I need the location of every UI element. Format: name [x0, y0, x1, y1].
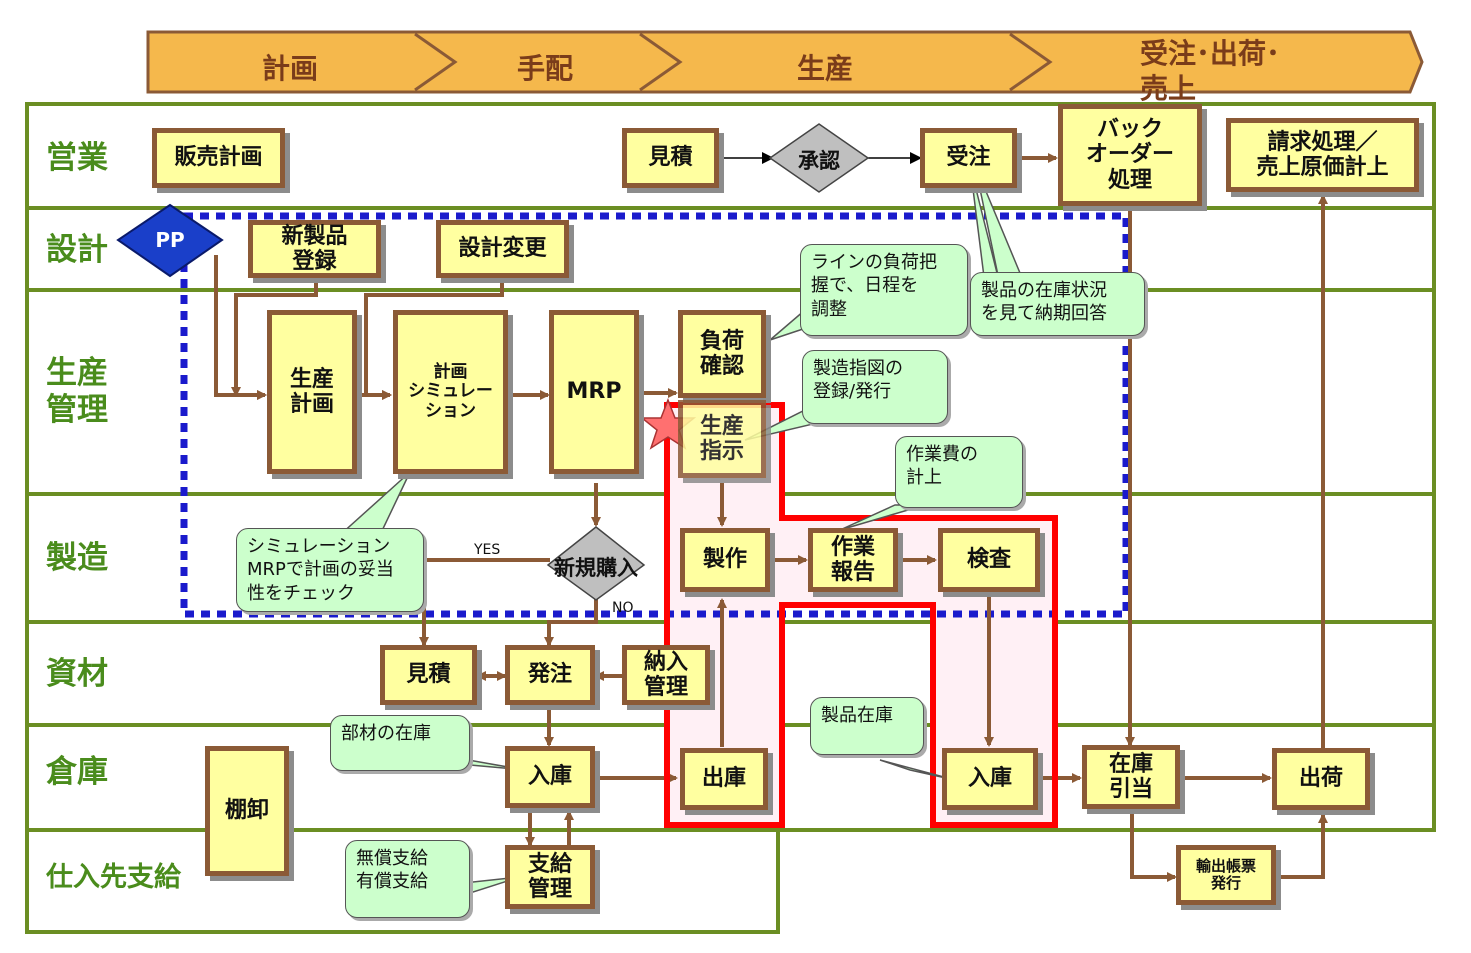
box-receive-parts: 入庫 — [505, 746, 595, 808]
box-manufacture: 製作 — [680, 528, 770, 592]
box-export-docs: 輸出帳票 発行 — [1176, 845, 1276, 905]
box-production-plan: 生産 計画 — [267, 310, 357, 474]
callout-instruction-issue: 製造指図の 登録/発行 — [802, 350, 948, 424]
box-shipping: 出荷 — [1272, 748, 1370, 810]
lane-sales: 営業 — [46, 140, 108, 176]
phase-order-ship-sales: 受注･出荷･ 売上 — [1140, 37, 1281, 105]
pp-badge-label: PP — [155, 228, 185, 252]
lane-production-mgmt: 生産 管理 — [46, 355, 108, 429]
box-backorder: バック オーダー 処理 — [1058, 104, 1202, 206]
box-load-check: 負荷 確認 — [678, 310, 766, 398]
lane-materials: 資材 — [46, 656, 108, 692]
box-new-product: 新製品 登録 — [248, 220, 381, 278]
phase-bar — [146, 30, 1424, 94]
approval-label: 承認 — [798, 149, 840, 173]
box-work-report: 作業 報告 — [808, 528, 898, 592]
box-supply-mgmt: 支給 管理 — [505, 845, 595, 909]
lane-warehouse: 倉庫 — [46, 754, 108, 790]
lane-manufacturing: 製造 — [46, 540, 108, 576]
box-stocktake: 棚卸 — [205, 746, 289, 876]
box-production-instruction: 生産 指示 — [678, 400, 766, 478]
new-purchase-diamond — [546, 526, 646, 601]
phase-production: 生産 — [796, 52, 853, 85]
phase-arrange: 手配 — [516, 52, 573, 85]
flow-arrows — [214, 153, 1328, 882]
box-sales-plan: 販売計画 — [152, 128, 285, 188]
lane-supplier: 仕入先支給 — [46, 862, 181, 893]
box-mrp: MRP — [549, 310, 639, 474]
new-purchase-label: 新規購入 — [554, 556, 638, 580]
box-receive-products: 入庫 — [942, 748, 1038, 810]
box-delivery-mgmt: 納入 管理 — [622, 645, 710, 705]
lane-design: 設計 — [46, 232, 108, 268]
box-stock-allocation: 在庫 引当 — [1082, 745, 1180, 809]
yes-label: YES — [474, 542, 501, 558]
highlight-red-outline — [664, 402, 1058, 828]
box-quote-sales: 見積 — [622, 128, 719, 188]
box-plan-simulation: 計画 シミュレー ション — [393, 310, 508, 474]
callout-work-cost: 作業費の 計上 — [895, 436, 1023, 508]
box-quote-materials: 見積 — [380, 645, 477, 705]
callout-product-stock: 製品在庫 — [810, 697, 924, 755]
swimlane-grid — [25, 102, 1436, 934]
approval-diamond — [768, 123, 870, 193]
pp-scope-dotted — [180, 212, 1130, 618]
callout-simulation-check: シミュレーション MRPで計画の妥当 性をチェック — [236, 528, 424, 612]
box-purchase-order: 発注 — [505, 645, 595, 705]
callout-parts-stock: 部材の在庫 — [330, 715, 470, 771]
phase-plan: 計画 — [261, 52, 318, 85]
callout-line-load: ラインの負荷把 握で、日程を 調整 — [800, 244, 968, 336]
box-design-change: 設計変更 — [436, 220, 569, 278]
highlight-pink-area — [667, 405, 1055, 825]
pp-diamond — [116, 203, 224, 278]
no-label: NO — [612, 600, 634, 616]
box-order-received: 受注 — [920, 128, 1017, 188]
box-issue-parts: 出庫 — [680, 748, 768, 810]
callout-stock-reply: 製品の在庫状況 を見て納期回答 — [970, 272, 1145, 336]
box-billing: 請求処理／ 売上原価計上 — [1226, 118, 1419, 192]
callout-supply-types: 無償支給 有償支給 — [345, 840, 470, 918]
box-inspection: 検査 — [938, 528, 1040, 592]
